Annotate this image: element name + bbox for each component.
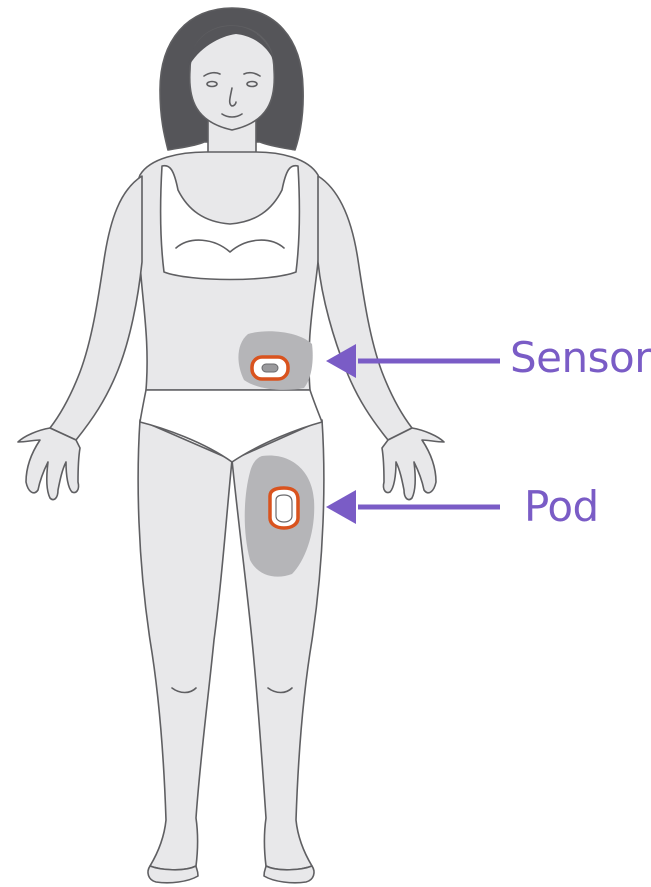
- left-leg: [138, 420, 232, 870]
- pod-device-icon: [270, 488, 298, 528]
- left-arrow-icon: [326, 490, 356, 524]
- sensor-arrow: [326, 344, 500, 378]
- left-arm: [50, 176, 142, 440]
- right-arm: [318, 176, 412, 440]
- right-hand: [382, 428, 444, 500]
- sensor-label: Sensor: [510, 337, 651, 379]
- sensor-device-icon: [252, 357, 288, 379]
- left-hand: [18, 428, 80, 500]
- pod-label: Pod: [524, 486, 599, 528]
